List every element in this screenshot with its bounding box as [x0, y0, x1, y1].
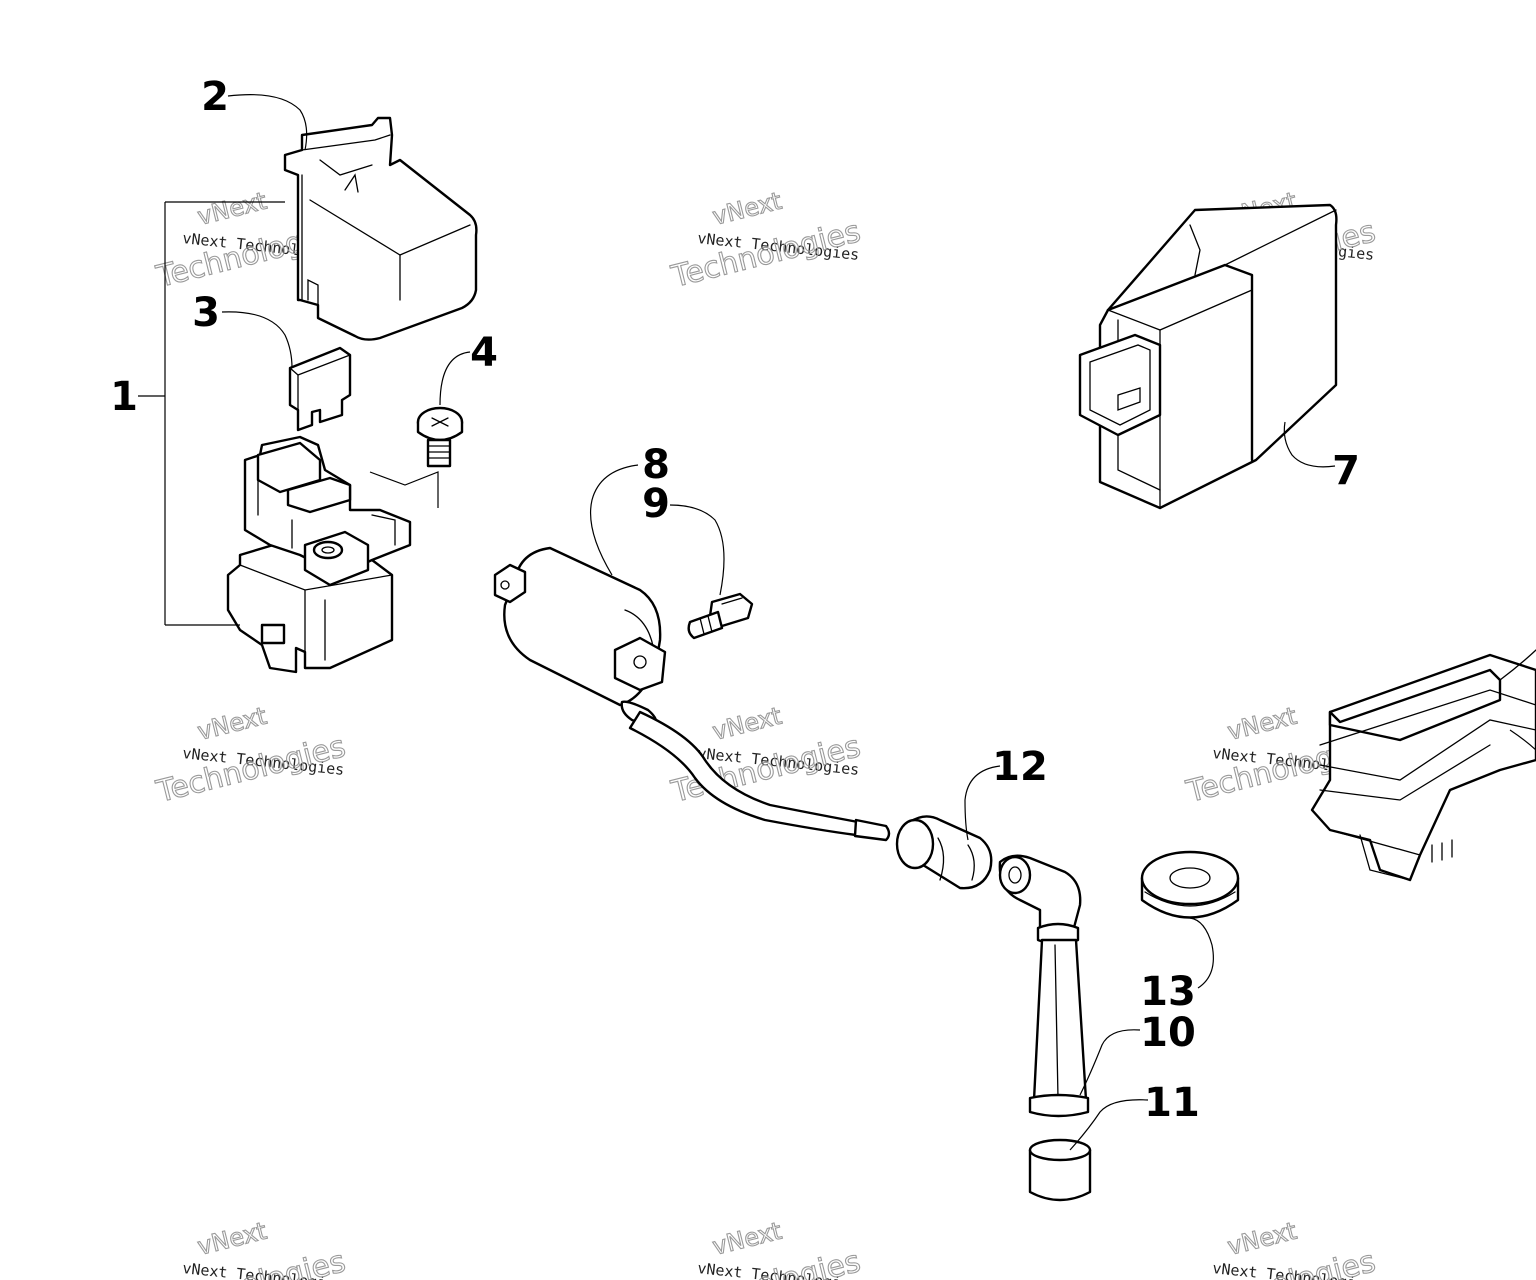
- relay-cover[interactable]: [283, 116, 478, 341]
- terminal-screw[interactable]: [416, 406, 464, 468]
- watermark-tile: vNext vNext Technologies Technologies: [152, 1216, 350, 1280]
- watermark-tile: vNext vNext Technologies Technologies: [152, 701, 350, 810]
- leader-lines: [138, 94, 1536, 1151]
- watermark-line2: Technologies: [152, 729, 348, 810]
- callout-10: 10: [1140, 1010, 1196, 1056]
- callout-11: 11: [1144, 1080, 1200, 1126]
- callout-1: 1: [110, 374, 138, 420]
- callout-13: 13: [1140, 969, 1196, 1015]
- callout-12: 12: [992, 744, 1048, 790]
- watermark-line1: vNext: [195, 187, 270, 231]
- watermark-line1: vNext: [710, 1217, 785, 1261]
- watermark-tile: vNext vNext Technologies Technologies: [667, 1216, 865, 1280]
- callout-9: 9: [642, 481, 670, 527]
- watermark-line1: vNext: [1225, 702, 1300, 746]
- fuse[interactable]: [288, 346, 352, 432]
- spark-plug-cap[interactable]: [998, 854, 1090, 1118]
- plug-cap-cover[interactable]: [1028, 1138, 1092, 1202]
- watermark-line2: Technologies: [667, 214, 863, 295]
- coil-cap-screw[interactable]: [687, 592, 754, 640]
- watermark-line1: vNext: [710, 187, 785, 231]
- watermark-line1: vNext: [710, 702, 785, 746]
- callout-7: 7: [1332, 448, 1360, 494]
- wire-seal[interactable]: [895, 815, 993, 890]
- callout-4: 4: [470, 330, 498, 376]
- starter-relay[interactable]: [226, 435, 412, 674]
- callout-8: 8: [642, 442, 670, 488]
- watermark-tile: vNext vNext Technologies Technologies: [667, 186, 865, 295]
- callout-3: 3: [192, 290, 220, 336]
- watermark-line1: vNext: [195, 1217, 270, 1261]
- ignition-coil[interactable]: [493, 546, 891, 842]
- voltage-regulator[interactable]: [1310, 649, 1536, 882]
- grommet[interactable]: [1140, 850, 1240, 919]
- watermark-tile: vNext vNext Technologies Technologies: [1182, 1216, 1380, 1280]
- callout-labels: 1 2 3 4 7 8 9 10 11 12 13: [110, 74, 1360, 1126]
- callout-2: 2: [201, 74, 229, 120]
- cdi-module[interactable]: [1078, 203, 1338, 510]
- watermark-line1: vNext: [195, 702, 270, 746]
- watermark-line1: vNext: [1225, 1217, 1300, 1261]
